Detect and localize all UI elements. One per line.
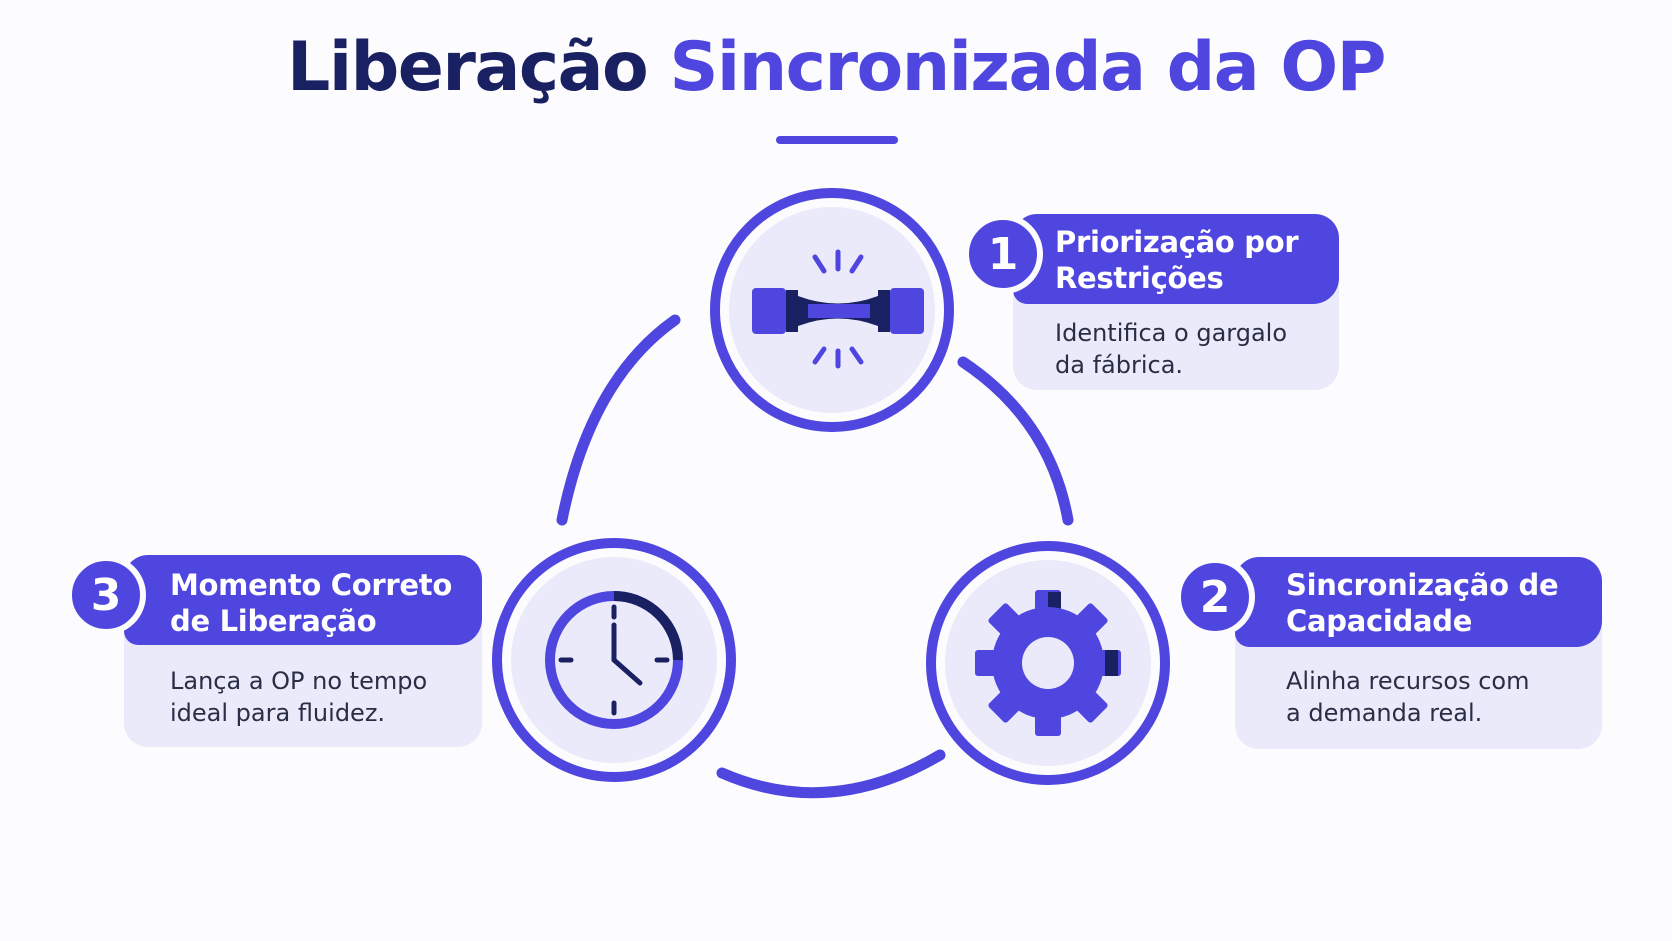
step-title: Momento Correto de Liberação <box>170 568 452 638</box>
title-underline <box>776 136 898 144</box>
step-title: Sincronização de Capacidade <box>1286 568 1559 638</box>
step-card-3: 3 Momento Correto de Liberação Lança a O… <box>66 555 482 747</box>
cycle-arrow-1-to-2 <box>957 356 1074 526</box>
step-number-badge: 3 <box>66 555 146 635</box>
step-description: Alinha recursos com a demanda real. <box>1286 667 1530 727</box>
step-card-header <box>1013 214 1339 304</box>
step-title: Priorização por Restrições <box>1055 225 1299 295</box>
title-part-2: Sincronizada da OP <box>669 28 1386 107</box>
clock-icon <box>545 591 683 729</box>
step-card-header <box>124 555 482 645</box>
step-description: Lança a OP no tempo ideal para fluidez. <box>170 667 428 727</box>
step-description: Identifica o gargalo da fábrica. <box>1055 319 1288 379</box>
page-title: Liberação Sincronizada da OP <box>0 28 1672 107</box>
step-card-header <box>1235 557 1602 647</box>
clock-node <box>492 538 736 782</box>
gear-node <box>926 541 1170 785</box>
bottleneck-node <box>710 188 954 432</box>
step-number-badge: 2 <box>1175 557 1255 637</box>
cycle-arrow-3-to-1 <box>556 314 681 526</box>
gear-icon <box>975 590 1121 736</box>
step-card-2: 2 Sincronização de Capacidade Alinha rec… <box>1175 557 1602 749</box>
bottleneck-icon <box>752 249 924 369</box>
cycle-arrow-2-to-3 <box>716 749 946 799</box>
step-number-badge: 1 <box>963 214 1043 294</box>
step-card-1: 1 Priorização por Restrições Identifica … <box>963 214 1339 390</box>
title-part-1: Liberação <box>286 28 649 107</box>
